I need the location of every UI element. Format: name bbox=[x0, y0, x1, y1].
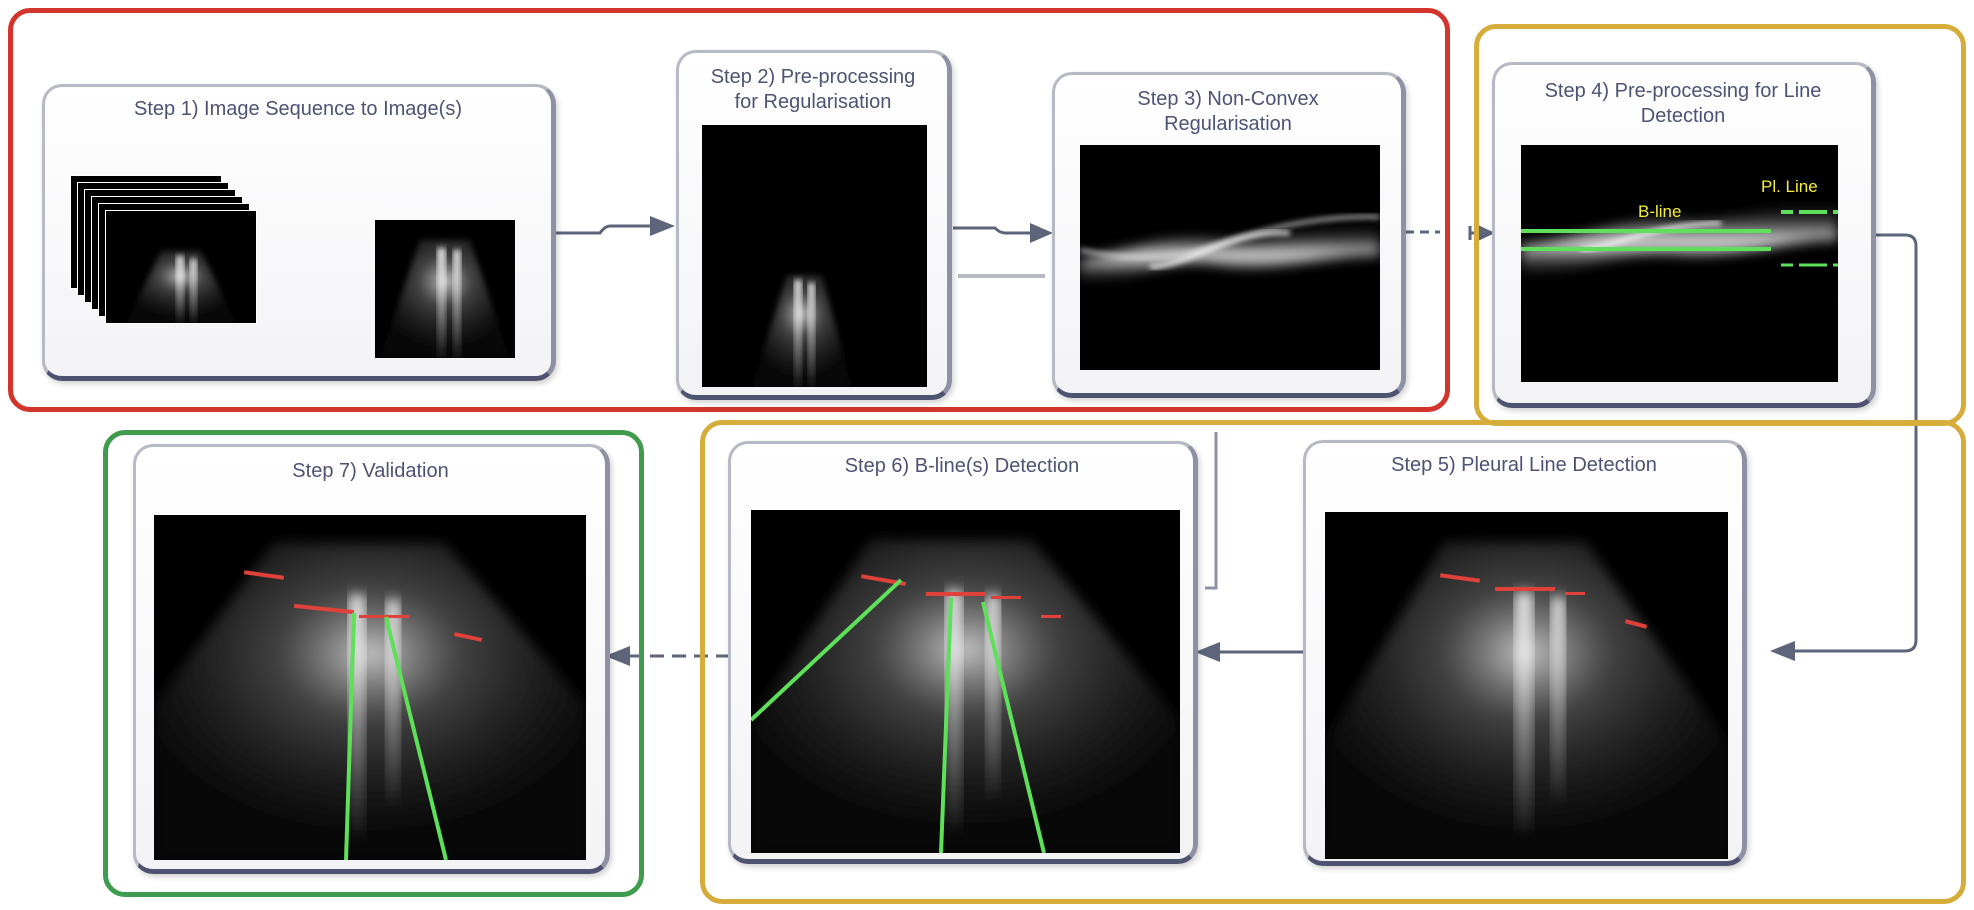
pleura-mark bbox=[1565, 592, 1585, 595]
step-1-title: Step 1) Image Sequence to Image(s) bbox=[134, 98, 462, 120]
step-3-panel: Step 3) Non-Convex Regularisation bbox=[1052, 72, 1406, 398]
step-6-panel: Step 6) B-line(s) Detection bbox=[728, 441, 1198, 864]
stage-group-validation bbox=[103, 430, 644, 897]
pleura-mark bbox=[991, 596, 1021, 599]
pleura-mark bbox=[293, 603, 355, 615]
step-4-panel: Step 4) Pre-processing for Line Detectio… bbox=[1492, 62, 1876, 408]
arrow-step4-to-step5 bbox=[1790, 233, 1918, 653]
step-2-title: Step 2) Pre-processing for Regularisatio… bbox=[710, 66, 916, 113]
step-5-title: Step 5) Pleural Line Detection bbox=[1391, 454, 1657, 476]
step-3-title: Step 3) Non-Convex Regularisation bbox=[1137, 88, 1319, 135]
feedback-bracket bbox=[1205, 432, 1218, 590]
b-line-detected-left bbox=[751, 578, 903, 722]
b-line-detected-right bbox=[981, 601, 1046, 853]
arrowhead-step4 bbox=[1478, 225, 1495, 241]
validated-b-line-right bbox=[384, 616, 448, 860]
pleura-mark bbox=[860, 574, 906, 586]
step-7-panel: Step 7) Validation bbox=[133, 444, 610, 874]
regularised-radon-image bbox=[1080, 145, 1380, 370]
pleural-line-detection-image bbox=[1325, 512, 1728, 859]
validation-image bbox=[154, 515, 586, 860]
arrow-step1-to-step2 bbox=[555, 224, 655, 235]
b-line-detection-image bbox=[751, 510, 1180, 853]
pleura-mark bbox=[243, 570, 285, 580]
pleura-mark bbox=[1624, 619, 1648, 629]
arrowhead-step3 bbox=[1030, 223, 1053, 243]
b-line-annotation: B-line bbox=[1638, 202, 1682, 221]
single-image-output bbox=[375, 220, 515, 358]
pleural-line-annotation: Pl. Line bbox=[1761, 177, 1818, 196]
pleura-mark bbox=[1495, 587, 1555, 591]
arrow-step2-to-step3 bbox=[953, 226, 1035, 235]
pleura-mark bbox=[453, 632, 483, 642]
pleura-mark bbox=[359, 615, 409, 618]
stage-group-detection-lower bbox=[700, 420, 1966, 904]
step-5-panel: Step 5) Pleural Line Detection bbox=[1303, 440, 1747, 866]
preprocessed-image bbox=[702, 125, 927, 387]
step-4-title: Step 4) Pre-processing for Line Detectio… bbox=[1544, 80, 1822, 127]
line-detection-input-image: B-line Pl. Line bbox=[1521, 145, 1838, 382]
step-6-title: Step 6) B-line(s) Detection bbox=[844, 455, 1080, 477]
arrowhead-step6 bbox=[1195, 642, 1220, 662]
image-sequence-front-frame bbox=[105, 210, 257, 324]
arrowhead-step2 bbox=[650, 216, 675, 236]
pleura-mark bbox=[926, 592, 986, 596]
step-7-title: Step 7) Validation bbox=[292, 460, 449, 482]
arrowhead-step7 bbox=[605, 646, 630, 666]
arrowhead-step5 bbox=[1770, 641, 1795, 661]
b-line-detected-center bbox=[939, 597, 953, 853]
step-2-panel: Step 2) Pre-processing for Regularisatio… bbox=[676, 50, 952, 400]
validated-b-line-left bbox=[344, 612, 356, 860]
stage-group-regularisation bbox=[8, 8, 1450, 412]
pleura-mark bbox=[1041, 615, 1061, 618]
step-1-panel: Step 1) Image Sequence to Image(s) bbox=[42, 84, 556, 381]
pleura-mark bbox=[1439, 573, 1481, 583]
